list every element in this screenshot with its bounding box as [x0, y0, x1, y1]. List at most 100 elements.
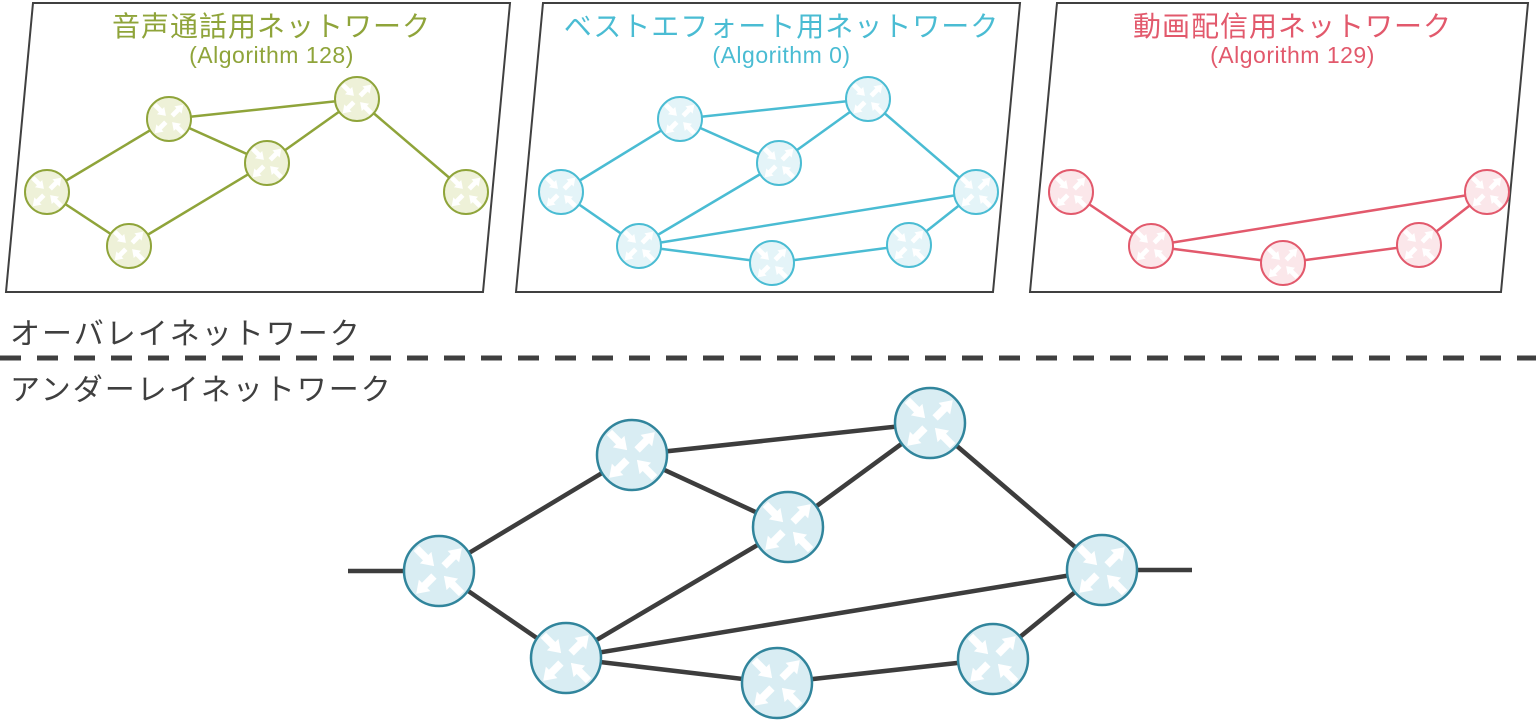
router-arrow: [1404, 246, 1418, 260]
router-arrows-icon: [751, 657, 803, 709]
router-arrow: [871, 102, 884, 115]
router-circle: [1260, 240, 1306, 286]
router-arrow: [342, 100, 356, 114]
router-arrow: [623, 230, 636, 243]
underlay-network-label: アンダーレイネットワーク: [10, 374, 393, 407]
router-arrow: [543, 660, 564, 681]
router-arrow: [1420, 230, 1434, 244]
router-circle: [1065, 533, 1139, 607]
router-node: [443, 169, 489, 215]
router-arrow: [540, 632, 562, 654]
router-arrow: [967, 633, 989, 655]
router-node: [538, 169, 584, 215]
router-node: [756, 140, 802, 186]
router-arrows-icon: [1471, 176, 1503, 208]
router-arrow: [1471, 176, 1484, 189]
router-node: [751, 490, 825, 564]
router-node: [845, 76, 891, 122]
router-arrows-icon: [756, 247, 788, 279]
router-arrow: [1472, 193, 1486, 207]
router-arrow: [32, 193, 46, 207]
router-arrow: [665, 120, 679, 134]
router-arrow: [792, 531, 814, 553]
router-circle: [893, 386, 967, 460]
best-effort-network-link: [638, 161, 780, 248]
router-arrow: [751, 657, 773, 679]
router-node: [1128, 223, 1174, 269]
router-node: [1065, 533, 1139, 607]
router-arrow: [154, 120, 168, 134]
router-arrow: [114, 247, 128, 261]
router-arrow: [451, 193, 465, 207]
router-arrow: [132, 249, 145, 262]
router-arrow: [1286, 266, 1299, 279]
router-arrows-icon: [1403, 229, 1435, 261]
router-arrows-icon: [31, 176, 63, 208]
router-node: [106, 223, 152, 269]
underlay-link: [437, 453, 634, 573]
router-arrow: [634, 432, 655, 453]
router-node: [1048, 169, 1094, 215]
router-node: [529, 621, 603, 695]
underlay-link: [631, 420, 931, 458]
router-circle: [595, 418, 669, 492]
router-arrow: [113, 230, 126, 243]
router-arrow: [773, 248, 787, 262]
router-arrow: [443, 575, 465, 597]
best-effort-network-link: [867, 98, 977, 193]
router-arrow: [1152, 231, 1166, 245]
best-effort-network-link: [771, 243, 910, 265]
underlay-link: [928, 421, 1104, 572]
router-arrows-icon: [763, 147, 795, 179]
router-node: [749, 240, 795, 286]
router-arrow: [1268, 264, 1282, 278]
router-circle: [1048, 169, 1094, 215]
router-arrow: [894, 246, 908, 260]
router-arrow: [780, 148, 794, 162]
router-arrow: [1056, 193, 1070, 207]
router-arrow: [681, 104, 695, 118]
router-node: [956, 622, 1030, 696]
voice-call-network-link: [168, 97, 358, 121]
router-arrow: [1422, 248, 1435, 261]
router-arrow: [130, 231, 144, 245]
router-arrow: [1055, 176, 1068, 189]
router-arrow: [268, 148, 282, 162]
router-node: [595, 418, 669, 492]
router-circle: [749, 240, 795, 286]
router-arrow: [606, 429, 628, 451]
router-circle: [402, 534, 476, 608]
router-arrows-icon: [1055, 176, 1087, 208]
router-arrow: [568, 635, 589, 656]
best-effort-network-link: [679, 97, 869, 121]
router-arrow: [1488, 177, 1502, 191]
router-arrow: [765, 529, 786, 550]
router-node: [1260, 240, 1306, 286]
router-node: [402, 534, 476, 608]
router-arrows-icon: [540, 632, 592, 684]
router-arrow: [251, 147, 264, 160]
router-arrow: [907, 425, 928, 446]
router-arrows-icon: [1076, 544, 1128, 596]
router-circle: [538, 169, 584, 215]
router-arrow: [1106, 574, 1128, 596]
router-arrow: [904, 397, 926, 419]
router-arrow: [775, 266, 788, 279]
router-arrow: [358, 84, 372, 98]
router-arrow: [756, 247, 769, 260]
router-node: [244, 140, 290, 186]
router-node: [886, 222, 932, 268]
router-arrow: [1136, 247, 1150, 261]
router-circle: [657, 96, 703, 142]
router-arrows-icon: [606, 429, 658, 481]
router-arrows-icon: [852, 83, 884, 115]
overlay-network-label: オーバレイネットワーク: [10, 318, 362, 351]
router-arrow: [1267, 247, 1280, 260]
router-arrow: [1076, 544, 1098, 566]
router-arrow: [977, 177, 991, 191]
best-effort-network-subtitle: (Algorithm 0): [712, 42, 851, 68]
router-arrow: [912, 248, 925, 261]
router-node: [953, 169, 999, 215]
voice-call-network-link: [46, 117, 170, 194]
router-arrow: [782, 166, 795, 179]
